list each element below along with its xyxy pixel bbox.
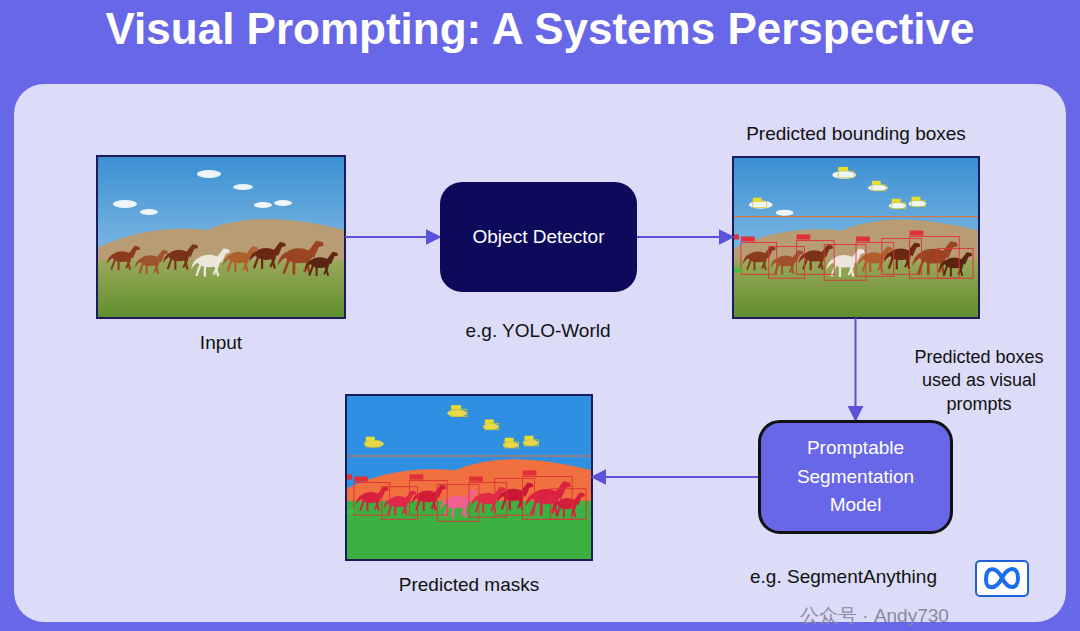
arrow xyxy=(345,236,440,238)
box-label: Promptable Segmentation Model xyxy=(791,434,921,520)
watermark: 公众号 · Andy730 xyxy=(800,603,949,629)
caption: Predicted bounding boxes xyxy=(746,123,966,145)
meta-logo xyxy=(976,561,1028,596)
example-note: e.g. YOLO-World xyxy=(465,320,610,342)
detection-image: Predicted bounding boxes xyxy=(733,157,979,318)
process-box: Object Detector xyxy=(440,182,637,292)
arrow xyxy=(592,476,758,478)
panel xyxy=(14,84,1066,622)
arrow xyxy=(855,318,857,420)
title: Visual Prompting: A Systems Perspective xyxy=(0,4,1080,54)
input-image: Input xyxy=(97,156,345,318)
mask-image: Predicted masks xyxy=(346,395,592,560)
edge-label: Predicted boxes used as visual prompts xyxy=(898,346,1060,416)
example-note: e.g. SegmentAnything xyxy=(750,566,937,588)
caption: Predicted masks xyxy=(399,574,539,596)
box-label: Object Detector xyxy=(473,223,605,252)
arrow xyxy=(637,236,733,238)
caption: Input xyxy=(200,332,242,354)
process-box: Promptable Segmentation Model xyxy=(758,420,953,534)
